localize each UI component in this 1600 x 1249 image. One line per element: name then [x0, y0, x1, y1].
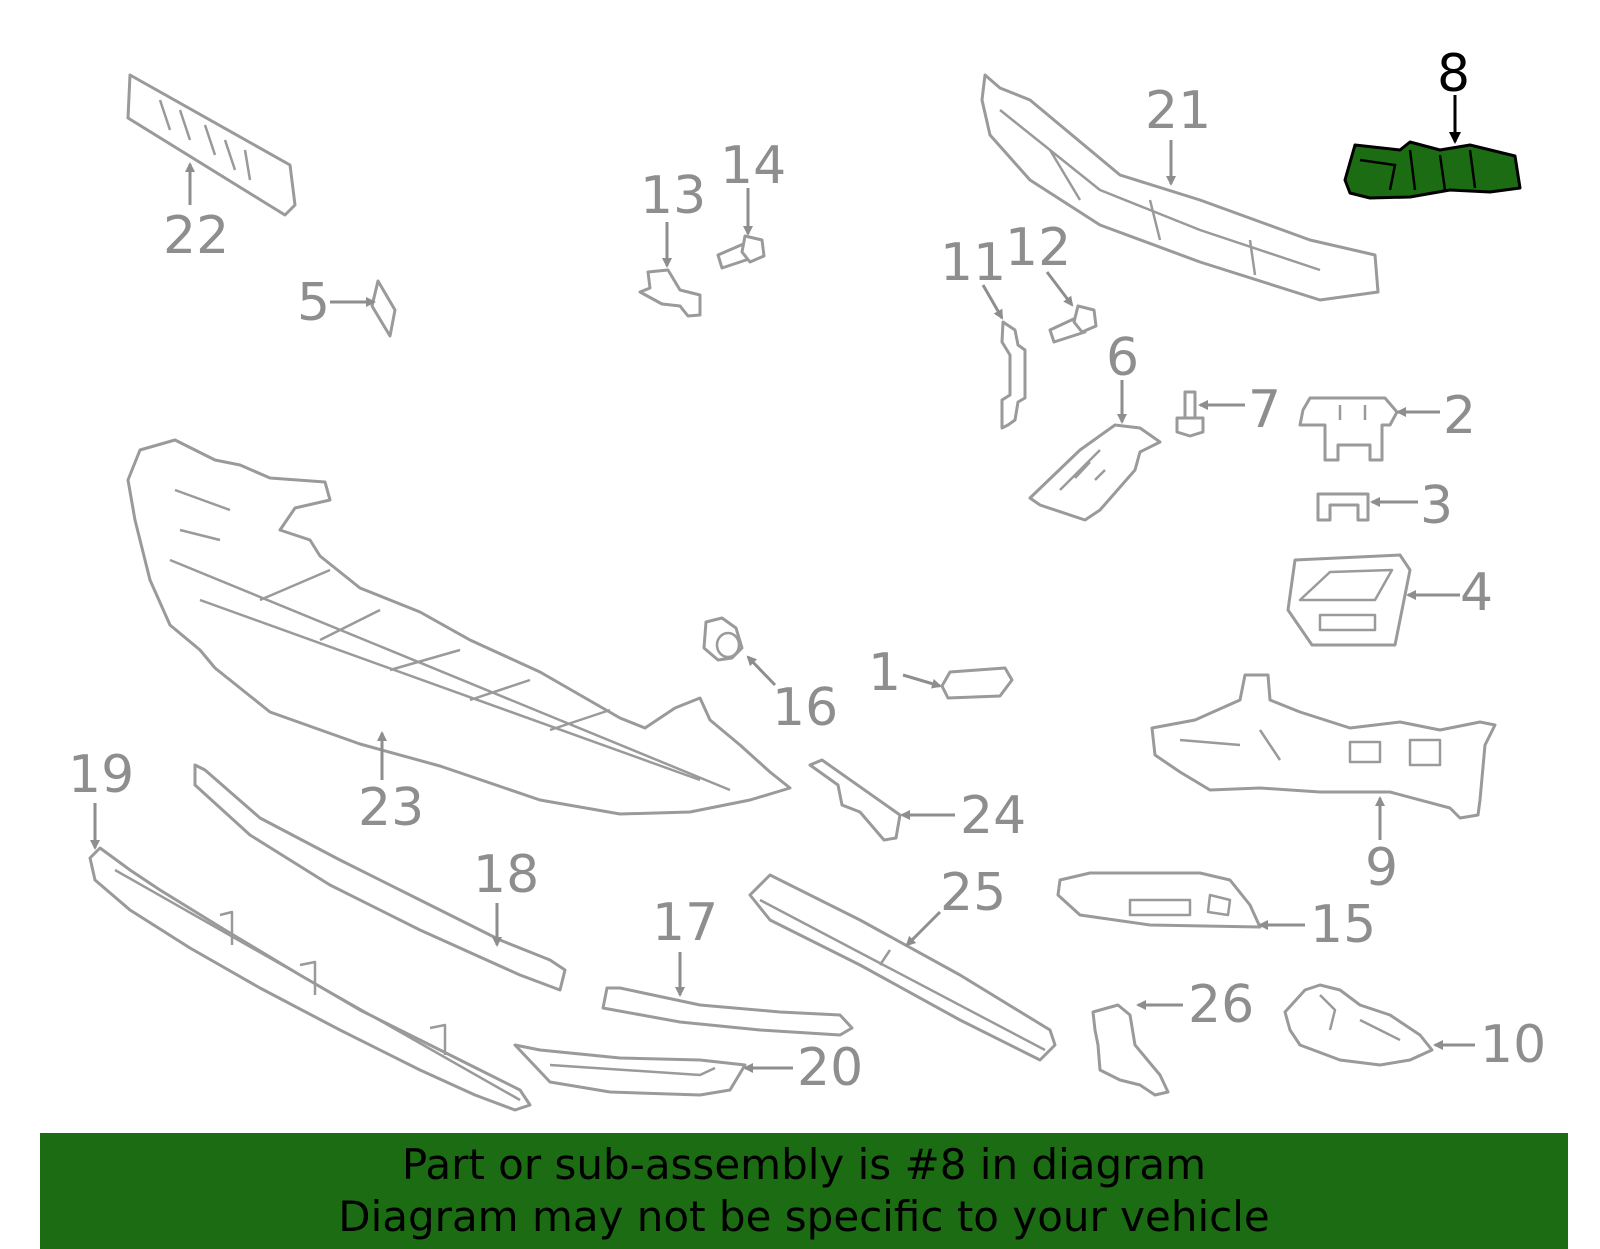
- label-25[interactable]: 25: [940, 863, 1006, 923]
- leader-11: [981, 284, 1004, 320]
- label-9[interactable]: 9: [1365, 838, 1398, 898]
- part-26-bracket[interactable]: [1091, 1003, 1170, 1097]
- info-banner: Part or sub-assembly is #8 in diagram Di…: [40, 1133, 1568, 1249]
- label-23[interactable]: 23: [358, 778, 424, 838]
- label-22[interactable]: 22: [163, 206, 229, 266]
- part-7-screw[interactable]: [1175, 390, 1205, 438]
- part-15-fog-lamp-bezel[interactable]: [1056, 871, 1262, 929]
- part-13-bracket[interactable]: [638, 268, 702, 318]
- part-8-bracket-highlighted[interactable]: [1343, 140, 1522, 200]
- part-17-molding[interactable]: [601, 986, 854, 1037]
- part-3-clip[interactable]: [1316, 492, 1370, 522]
- part-11-bracket[interactable]: [1000, 320, 1027, 430]
- label-16[interactable]: 16: [772, 678, 838, 738]
- label-8[interactable]: 8: [1437, 44, 1470, 104]
- label-5[interactable]: 5: [297, 273, 330, 333]
- part-16-plug[interactable]: [702, 616, 744, 662]
- label-17[interactable]: 17: [652, 893, 718, 953]
- part-4-grille-insert[interactable]: [1286, 553, 1412, 647]
- label-2[interactable]: 2: [1443, 386, 1476, 446]
- label-7[interactable]: 7: [1248, 380, 1281, 440]
- label-21[interactable]: 21: [1145, 81, 1211, 141]
- part-18-molding[interactable]: [193, 763, 567, 992]
- label-15[interactable]: 15: [1310, 895, 1376, 955]
- part-9-bracket[interactable]: [1150, 673, 1497, 820]
- leader-12: [1045, 271, 1074, 307]
- label-20[interactable]: 20: [797, 1038, 863, 1098]
- leader-25: [905, 910, 942, 947]
- part-1-cap[interactable]: [940, 666, 1014, 700]
- part-2-mount[interactable]: [1298, 396, 1399, 462]
- part-23-under-cover[interactable]: [126, 438, 792, 816]
- label-4[interactable]: 4: [1460, 563, 1493, 623]
- part-6-bracket[interactable]: [1028, 423, 1162, 522]
- label-1[interactable]: 1: [868, 643, 901, 703]
- label-10[interactable]: 10: [1480, 1015, 1546, 1075]
- leader-16: [746, 655, 777, 687]
- part-21-energy-absorber[interactable]: [980, 73, 1380, 302]
- part-22-license-plate-bracket[interactable]: [126, 73, 297, 217]
- label-19[interactable]: 19: [68, 745, 134, 805]
- leader-1: [902, 673, 942, 689]
- part-20-trim[interactable]: [513, 1043, 747, 1097]
- part-19-lower-grille[interactable]: [88, 846, 532, 1112]
- part-14-bolt[interactable]: [716, 234, 766, 270]
- banner-line-part-info: Part or sub-assembly is #8 in diagram: [401, 1140, 1207, 1189]
- label-3[interactable]: 3: [1420, 476, 1453, 536]
- part-5-clip[interactable]: [370, 279, 397, 338]
- part-10-bracket[interactable]: [1283, 983, 1434, 1067]
- label-6[interactable]: 6: [1106, 328, 1139, 388]
- label-12[interactable]: 12: [1005, 218, 1071, 278]
- label-14[interactable]: 14: [720, 136, 786, 196]
- part-25-reinforcement[interactable]: [748, 873, 1057, 1062]
- banner-line-disclaimer: Diagram may not be specific to your vehi…: [338, 1192, 1270, 1241]
- label-24[interactable]: 24: [960, 786, 1026, 846]
- label-18[interactable]: 18: [473, 845, 539, 905]
- part-12-bolt[interactable]: [1048, 304, 1098, 344]
- label-26[interactable]: 26: [1188, 975, 1254, 1035]
- part-24-bracket[interactable]: [808, 758, 902, 842]
- label-11[interactable]: 11: [940, 233, 1006, 293]
- label-13[interactable]: 13: [640, 166, 706, 226]
